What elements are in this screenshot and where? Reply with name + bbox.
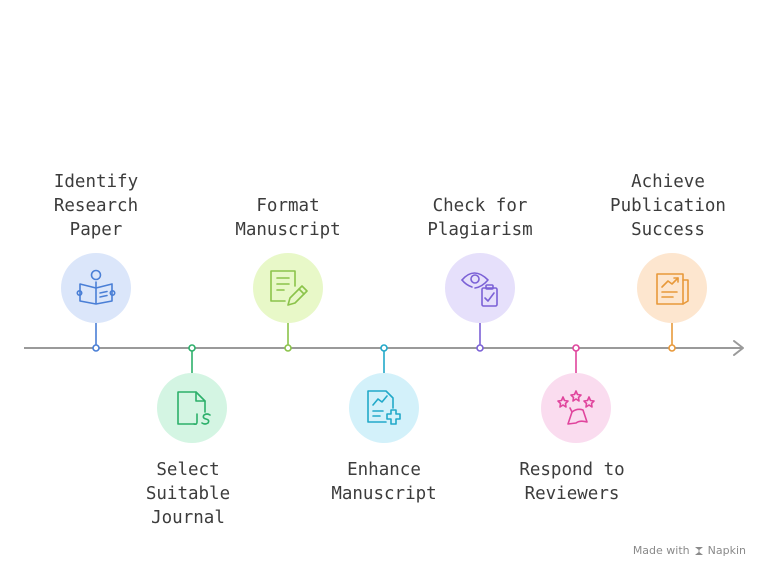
step-2-circle — [157, 373, 227, 443]
step-2-label: Select Suitable Journal — [145, 460, 231, 528]
step-4-axis-dot — [380, 344, 388, 352]
step-4-circle — [349, 373, 419, 443]
step-1-label: Identify Research Paper — [53, 172, 139, 240]
step-3-circle — [253, 253, 323, 323]
document-pencil-icon — [270, 270, 308, 306]
step-7-label: Achieve Publication Success — [610, 172, 726, 240]
step-6-label: Respond to Reviewers — [519, 460, 625, 504]
napkin-brand-text: Napkin — [707, 544, 746, 557]
document-growth-chart-icon — [656, 273, 689, 305]
js-file-icon — [177, 391, 211, 426]
reading-person-icon — [76, 269, 116, 305]
step-4-label: Enhance Manuscript — [331, 460, 437, 504]
eye-clipboard-icon — [461, 272, 498, 307]
step-5-label: Check for Plagiarism — [427, 196, 533, 240]
step-7-axis-dot — [668, 344, 676, 352]
stars-megaphone-icon — [557, 390, 595, 425]
step-1-circle — [61, 253, 131, 323]
napkin-logo-icon — [694, 546, 703, 555]
step-5-circle — [445, 253, 515, 323]
step-6-axis-dot — [572, 344, 580, 352]
step-1-axis-dot — [92, 344, 100, 352]
made-with-napkin-credit: Made with Napkin — [633, 544, 746, 557]
timeline-arrowhead — [733, 340, 744, 356]
step-5-axis-dot — [476, 344, 484, 352]
document-chart-plus-icon — [367, 390, 401, 425]
step-6-circle — [541, 373, 611, 443]
made-with-text: Made with — [632, 544, 690, 557]
step-2-axis-dot — [188, 344, 196, 352]
step-7-circle — [637, 253, 707, 323]
step-3-axis-dot — [284, 344, 292, 352]
step-3-label: Format Manuscript — [235, 196, 341, 240]
